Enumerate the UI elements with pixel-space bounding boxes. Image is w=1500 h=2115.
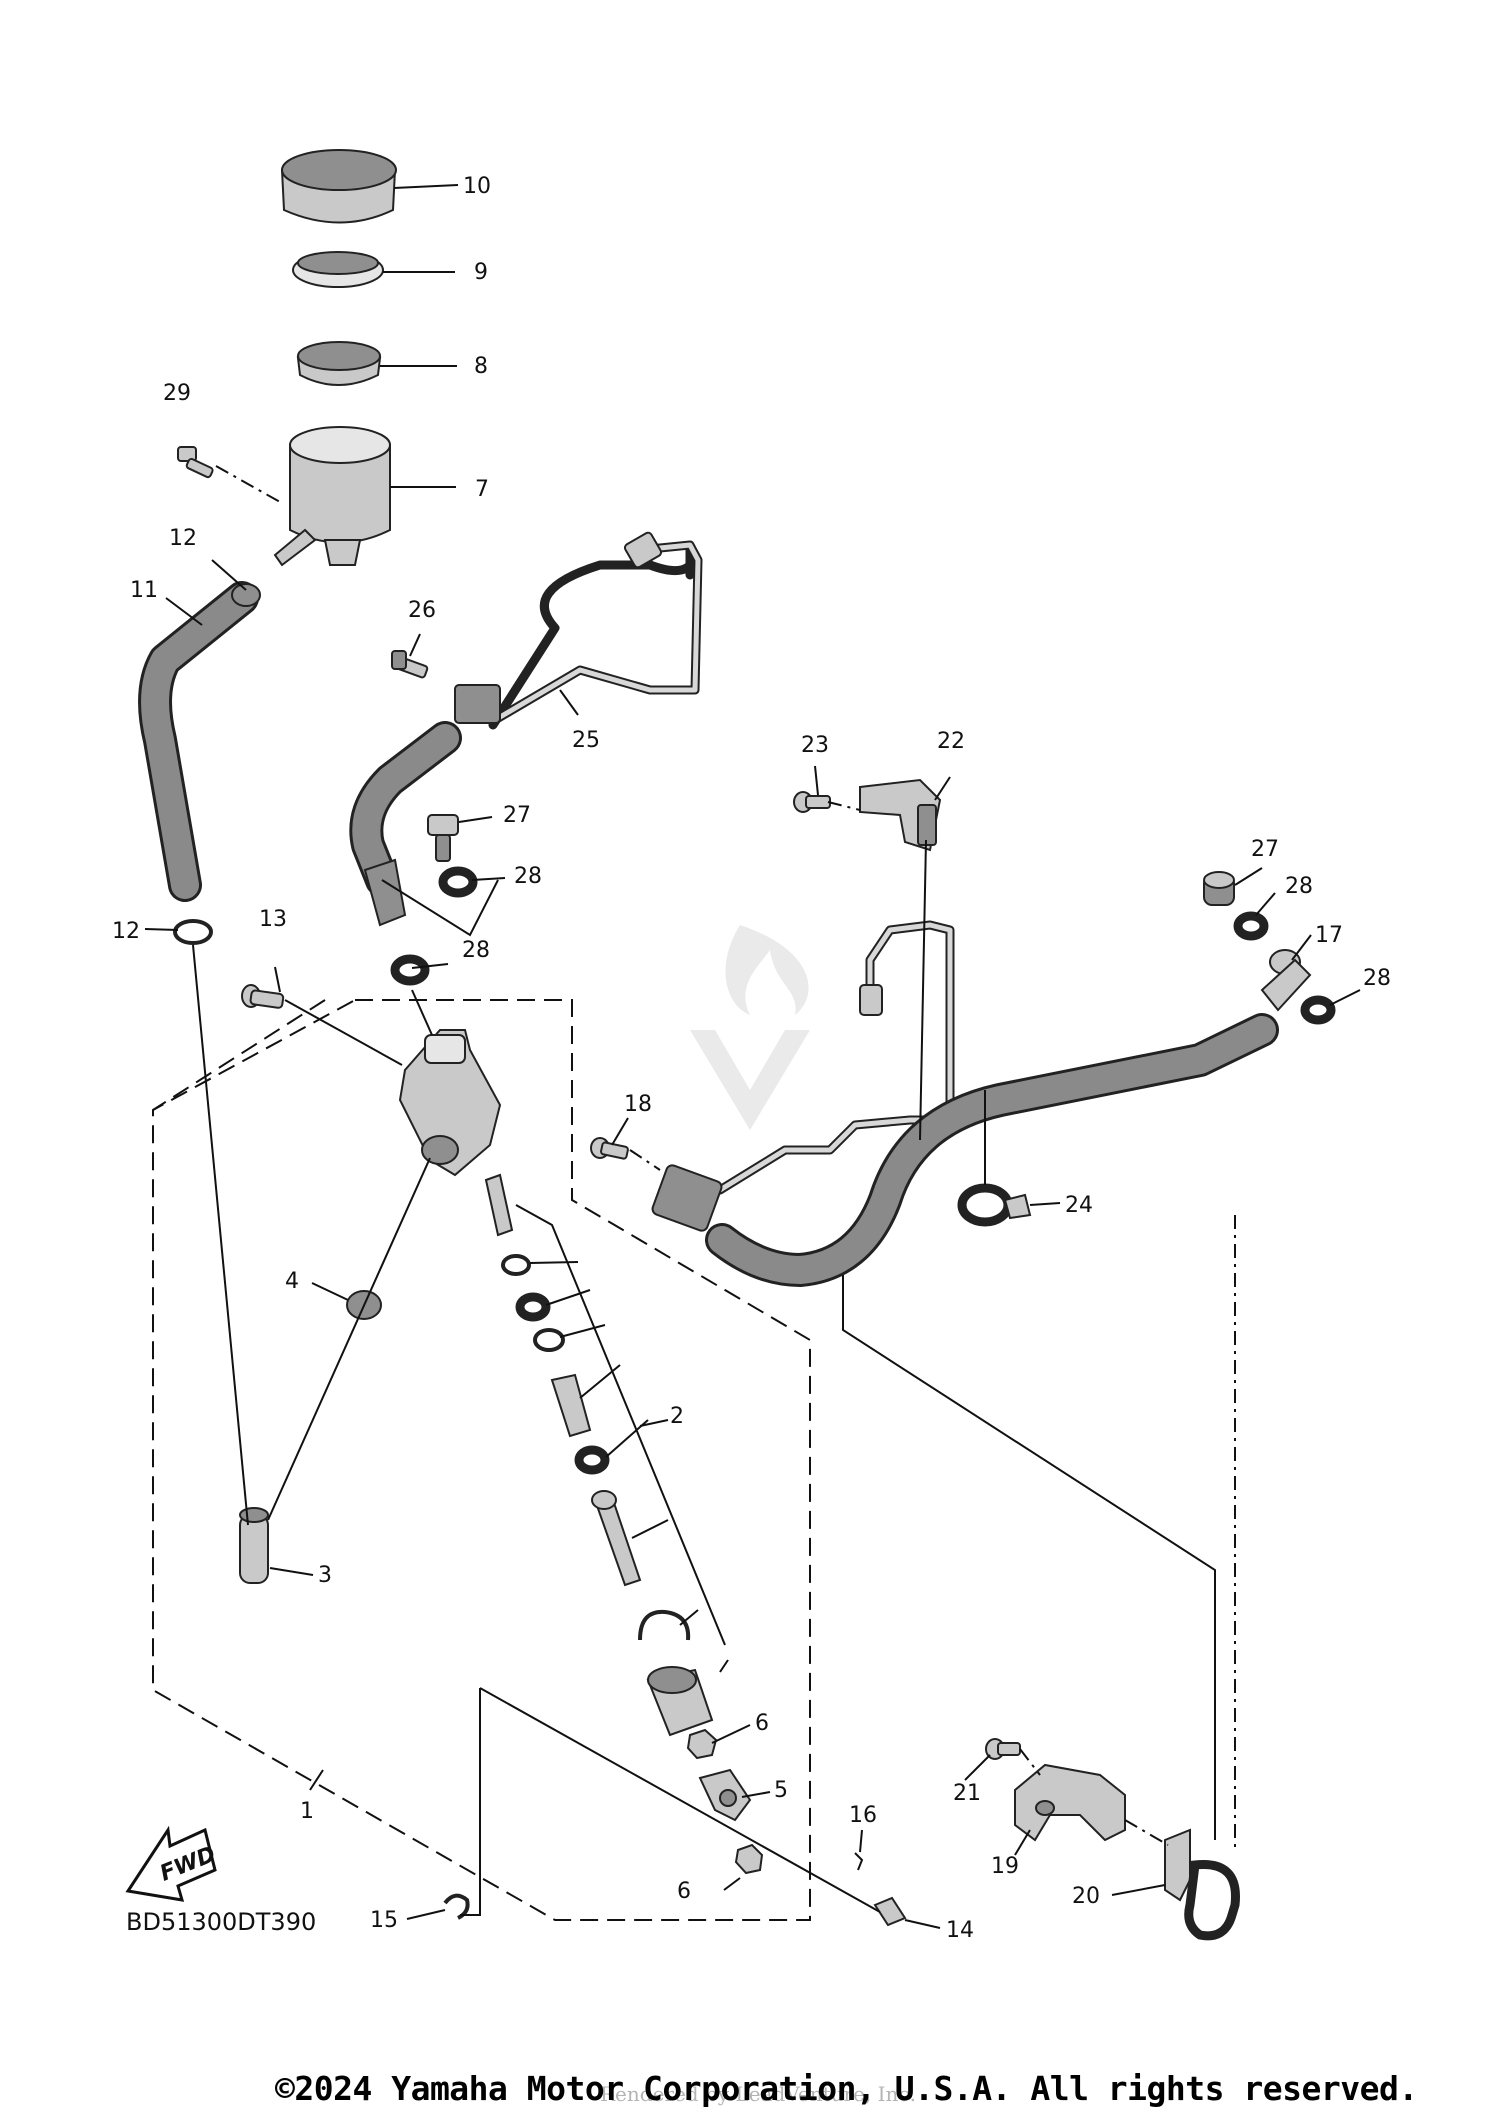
- hose-clamp-24: [957, 1183, 1032, 1227]
- callout-3: 3: [318, 1563, 332, 1588]
- callout-4: 4: [285, 1269, 299, 1294]
- callout-17: 17: [1315, 923, 1343, 948]
- bolt-18: [590, 1137, 629, 1160]
- bolt-21: [985, 1738, 1021, 1760]
- render-watermark: Rendered by LeadVenture, Inc.: [600, 2082, 916, 2106]
- bracket-19: [1014, 1763, 1126, 1842]
- hose-clip-lower: [173, 919, 213, 945]
- callout-28-left-b: 28: [462, 938, 490, 963]
- gasket-28-right-a: [1233, 911, 1269, 941]
- callout-25: 25: [572, 728, 600, 753]
- bolt-23: [793, 791, 831, 813]
- bolt-13: [241, 984, 285, 1009]
- bolt-26: [391, 650, 429, 679]
- bracket-22: [859, 778, 942, 852]
- callout-11: 11: [130, 578, 158, 603]
- brake-hose-25: [349, 531, 703, 927]
- gasket-28-left-a: [438, 866, 478, 898]
- hose-guide-20: [1164, 1828, 1240, 1941]
- callout-10: 10: [463, 174, 491, 199]
- callout-20: 20: [1072, 1884, 1100, 1909]
- hose-clip-upper: [231, 583, 261, 607]
- nut-6-upper: [686, 1728, 718, 1760]
- callout-18: 18: [624, 1092, 652, 1117]
- master-cylinder-body: [398, 1029, 502, 1177]
- callout-labels: 10 9 8 7 29 12 11 12 26 25 27 28 28 13 4…: [112, 174, 1391, 1943]
- callout-6-upper: 6: [755, 1711, 769, 1736]
- reservoir-hose: [138, 581, 259, 902]
- callout-9: 9: [474, 260, 488, 285]
- bolt-29: [177, 446, 214, 479]
- callout-7: 7: [475, 477, 489, 502]
- gasket-28-left-b: [390, 954, 430, 986]
- joint-3: [239, 1507, 269, 1584]
- callout-28-right-a: 28: [1285, 874, 1313, 899]
- callout-28-right-b: 28: [1363, 966, 1391, 991]
- callout-13: 13: [259, 907, 287, 932]
- cotter-pin-15: [443, 1893, 470, 1920]
- callout-8: 8: [474, 354, 488, 379]
- callout-15: 15: [370, 1908, 398, 1933]
- callout-29: 29: [163, 381, 191, 406]
- reservoir-tank: [273, 426, 391, 567]
- callout-22: 22: [937, 729, 965, 754]
- callout-23: 23: [801, 733, 829, 758]
- cotter-pin-16: [854, 1852, 864, 1871]
- callout-16: 16: [849, 1803, 877, 1828]
- union-bolt-27-left: [427, 814, 459, 862]
- callout-24: 24: [1065, 1193, 1093, 1218]
- copyright-notice: ©2024 Yamaha Motor Corporation, U.S.A. A…: [275, 2069, 1418, 2108]
- callout-1: 1: [300, 1799, 314, 1824]
- reservoir-cap: [280, 149, 397, 224]
- leader-lines: [144, 184, 1361, 1929]
- nut-6-lower: [734, 1843, 764, 1875]
- callout-19: 19: [991, 1854, 1019, 1879]
- callout-6-lower: 6: [677, 1879, 691, 1904]
- callout-26: 26: [408, 598, 436, 623]
- callout-12-upper: 12: [169, 526, 197, 551]
- diaphragm: [296, 341, 382, 386]
- callout-12-lower: 12: [112, 919, 140, 944]
- gasket-28-right-b: [1300, 995, 1336, 1025]
- pin-14: [873, 1896, 907, 1927]
- piston-kit-2: [484, 1173, 714, 1737]
- callout-27-right: 27: [1251, 837, 1279, 862]
- diagram-code: BD51300DT390: [126, 1908, 316, 1936]
- union-bolt-27-right: [1203, 871, 1235, 906]
- callout-28-left-a: 28: [514, 864, 542, 889]
- callout-2: 2: [670, 1404, 684, 1429]
- callout-21: 21: [953, 1781, 981, 1806]
- callout-5: 5: [774, 1778, 788, 1803]
- rod-end-5: [698, 1768, 752, 1822]
- brake-hose-17: [651, 920, 1312, 1287]
- assembly-outline-1: [152, 999, 811, 1921]
- leadventure-watermark-logo: [690, 925, 810, 1130]
- callout-27-left: 27: [503, 803, 531, 828]
- diaphragm-plate: [292, 251, 384, 288]
- fwd-arrow-icon: FWD: [125, 1825, 219, 1902]
- callout-14: 14: [946, 1918, 974, 1943]
